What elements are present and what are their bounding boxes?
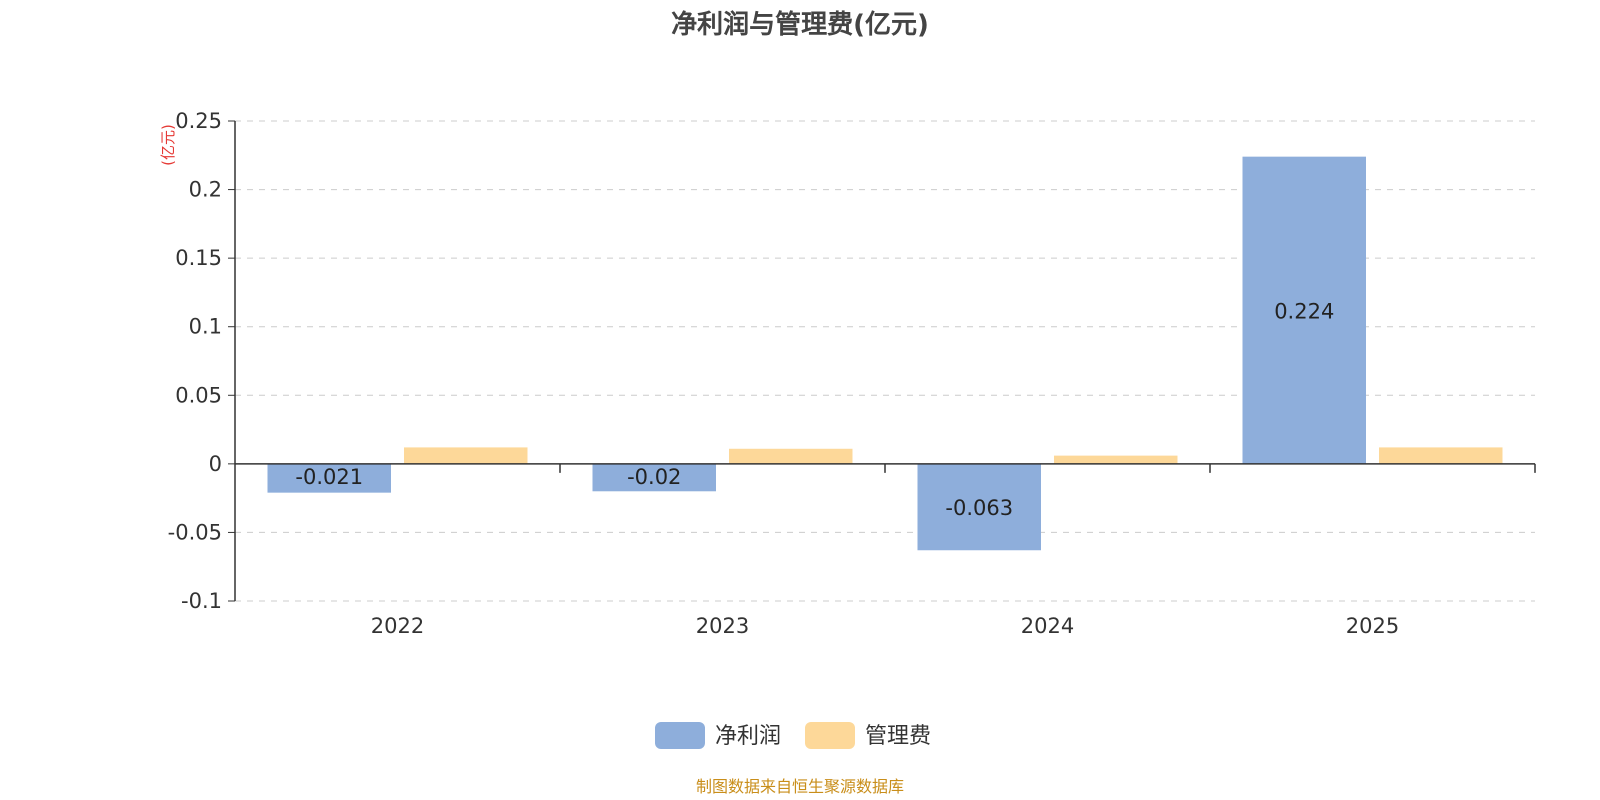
bar-admin-fee-2022 xyxy=(404,447,528,464)
legend-swatch xyxy=(805,722,855,749)
legend-item-net-profit[interactable]: 净利润 xyxy=(655,722,781,749)
y-tick-label: -0.1 xyxy=(181,589,222,613)
data-label: 0.224 xyxy=(1274,299,1334,323)
y-tick-label: 0.25 xyxy=(175,109,222,133)
data-label: -0.063 xyxy=(945,496,1013,520)
x-tick-label: 2024 xyxy=(1021,614,1074,638)
legend-label: 净利润 xyxy=(715,724,781,749)
x-tick-label: 2022 xyxy=(371,614,424,638)
bar-admin-fee-2024 xyxy=(1054,455,1178,464)
y-tick-label: -0.05 xyxy=(168,520,222,544)
y-axis-unit: (亿元) xyxy=(159,124,177,166)
y-tick-label: 0.1 xyxy=(189,315,222,339)
bar-admin-fee-2025 xyxy=(1379,447,1503,464)
bar-net-profit-2022 xyxy=(267,463,391,493)
chart-title: 净利润与管理费(亿元) xyxy=(671,9,929,40)
bar-admin-fee-2023 xyxy=(729,448,853,464)
data-label: -0.021 xyxy=(295,465,363,489)
bar-net-profit-2025 xyxy=(1242,156,1366,464)
data-label: -0.02 xyxy=(627,465,681,489)
x-tick-label: 2023 xyxy=(696,614,749,638)
y-tick-label: 0 xyxy=(209,452,222,476)
y-tick-label: 0.2 xyxy=(189,178,222,202)
bar-net-profit-2024 xyxy=(917,463,1041,551)
y-tick-label: 0.15 xyxy=(175,246,222,270)
y-tick-label: 0.05 xyxy=(175,383,222,407)
axes: -0.1 -0.05 0 0.05 0.1 0.15 0.2 0.25 2022 2023 2024… xyxy=(168,109,1536,638)
bars xyxy=(267,156,1503,551)
legend-label: 管理费 xyxy=(865,724,931,749)
data-labels: -0.021 -0.02 -0.063 0.224 xyxy=(295,299,1334,520)
legend-swatch xyxy=(655,722,705,749)
bar-net-profit-2023 xyxy=(592,463,716,492)
source-note: 制图数据来自恒生聚源数据库 xyxy=(696,777,904,796)
x-tick-label: 2025 xyxy=(1346,614,1399,638)
legend-item-admin-fee[interactable]: 管理费 xyxy=(805,722,931,749)
legend: 净利润 管理费 xyxy=(655,722,931,749)
